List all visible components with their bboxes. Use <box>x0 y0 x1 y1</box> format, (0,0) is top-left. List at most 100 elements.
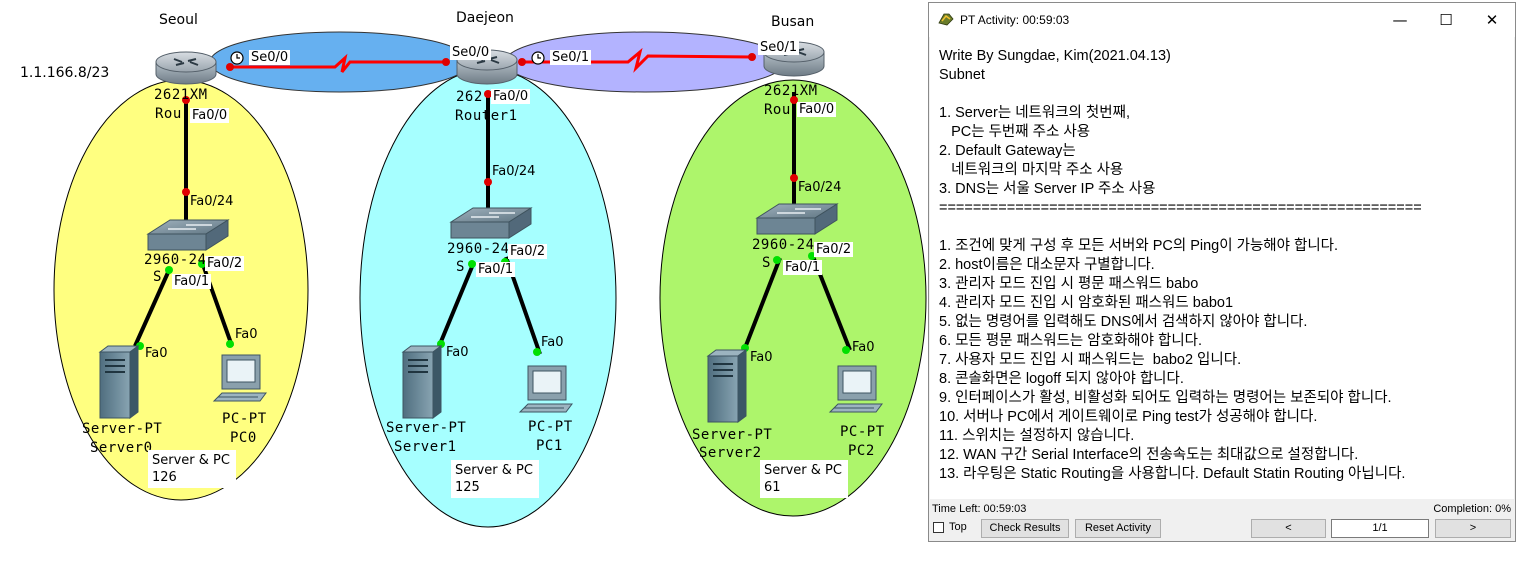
window-title: PT Activity: 00:59:03 <box>960 13 1070 27</box>
port-label-se00-router1: Se0/0 <box>450 45 492 60</box>
instruction-line: 1. Server는 네트워크의 첫번째, <box>939 105 1130 121</box>
link-switch1-server1[interactable] <box>438 261 476 345</box>
port-label-fa024-switch2: Fa0/24 <box>798 180 842 195</box>
note-line: Server & PC <box>764 463 842 478</box>
switch0-icon[interactable] <box>146 219 230 251</box>
port-label-se01-router1: Se0/1 <box>550 50 592 65</box>
city-label-busan: Busan <box>771 14 815 30</box>
switch0-name-label: S <box>153 269 162 285</box>
port-label-fa00-router2: Fa0/0 <box>797 102 837 117</box>
port-up-indicator <box>468 260 476 268</box>
link-switch0-server0[interactable] <box>133 267 172 347</box>
switch2-name-label: S <box>762 255 771 271</box>
instruction-line: 6. 모든 평문 패스워드는 암호화해야 합니다. <box>939 333 1203 349</box>
check-results-button[interactable]: Check Results <box>981 519 1069 538</box>
note-line: 125 <box>455 480 480 495</box>
port-down-indicator <box>518 58 526 66</box>
router1-model-label: 262 <box>456 89 483 105</box>
instruction-line: 2. host이름은 대소문자 구별합니다. <box>939 257 1155 273</box>
instruction-line: 10. 서버나 PC에서 게이트웨이로 Ping test가 성공해야 합니다. <box>939 409 1318 425</box>
minimize-button[interactable]: — <box>1392 11 1408 29</box>
port-down-indicator <box>484 178 492 186</box>
router0-model-label: 2621XM <box>154 87 208 103</box>
switch2-model-label: 2960-24 <box>752 237 815 253</box>
port-down-indicator <box>182 96 190 104</box>
note-busan[interactable]: Server & PC 61 <box>760 460 848 498</box>
switch1-icon[interactable] <box>449 207 533 239</box>
note-line: 61 <box>764 480 781 495</box>
server2-icon[interactable] <box>706 349 748 423</box>
packet-tracer-app-icon <box>938 13 954 26</box>
port-down-indicator <box>484 90 492 98</box>
port-label-fa02-switch1: Fa0/2 <box>508 244 548 259</box>
clock-icon <box>531 51 545 65</box>
city-label-seoul: Seoul <box>159 12 198 28</box>
page-indicator[interactable]: 1/1 <box>1331 519 1429 538</box>
instruction-line: 3. 관리자 모드 진입 시 평문 패스워드 babo <box>939 276 1199 292</box>
port-label-fa0-pc0: Fa0 <box>235 327 258 342</box>
serial-link-seoul-daejeon[interactable] <box>230 53 446 73</box>
pt-activity-window: PT Activity: 00:59:03 — ☐ ✕ Write By Sun… <box>928 2 1516 542</box>
clock-icon <box>230 51 244 65</box>
time-left-label: Time Left: 00:59:03 <box>932 503 1027 515</box>
port-up-indicator <box>533 348 541 356</box>
instruction-line: 13. 라우팅은 Static Routing을 사용합니다. Default … <box>939 466 1406 482</box>
status-bar: Time Left: 00:59:03 Completion: 0% <box>929 501 1515 518</box>
network-address-label: 1.1.166.8/23 <box>20 65 110 81</box>
server1-type-label: Server-PT <box>386 420 467 436</box>
maximize-button[interactable]: ☐ <box>1439 11 1453 29</box>
port-label-fa01-switch2: Fa0/1 <box>783 260 823 275</box>
instruction-line: Write By Sungdae, Kim(2021.04.13) <box>939 48 1171 64</box>
note-seoul[interactable]: Server & PC 126 <box>148 450 236 488</box>
note-daejeon[interactable]: Server & PC 125 <box>451 460 539 498</box>
server2-type-label: Server-PT <box>692 427 773 443</box>
port-up-indicator <box>842 346 850 354</box>
previous-page-button[interactable]: < <box>1251 519 1326 538</box>
port-label-fa00-router1: Fa0/0 <box>491 89 531 104</box>
reset-activity-button[interactable]: Reset Activity <box>1075 519 1161 538</box>
server1-name-label: Server1 <box>394 439 457 455</box>
top-checkbox-label: Top <box>949 521 967 533</box>
pc1-type-label: PC-PT <box>528 419 573 435</box>
switch1-name-label: S <box>456 259 465 275</box>
link-switch2-server2[interactable] <box>743 257 782 349</box>
pc2-name-label: PC2 <box>848 443 875 459</box>
pc2-icon[interactable] <box>828 365 883 413</box>
note-line: Server & PC <box>152 453 230 468</box>
close-button[interactable]: ✕ <box>1485 11 1499 29</box>
instruction-line: ========================================… <box>939 200 1422 216</box>
switch2-icon[interactable] <box>755 203 839 235</box>
instruction-line: 3. DNS는 서울 Server IP 주소 사용 <box>939 181 1156 197</box>
router0-icon[interactable] <box>155 51 217 85</box>
server1-icon[interactable] <box>401 345 443 419</box>
router0-name-label: Rou <box>155 106 182 122</box>
instruction-line: 2. Default Gateway는 <box>939 143 1076 159</box>
port-label-fa0-server2: Fa0 <box>750 350 773 365</box>
port-label-fa024-switch0: Fa0/24 <box>190 194 234 209</box>
window-titlebar[interactable]: PT Activity: 00:59:03 — ☐ ✕ <box>929 3 1515 37</box>
port-label-fa0-pc1: Fa0 <box>541 335 564 350</box>
router2-name-label: Rou <box>764 102 791 118</box>
port-down-indicator <box>790 174 798 182</box>
port-down-indicator <box>748 53 756 61</box>
port-up-indicator <box>165 266 173 274</box>
server0-type-label: Server-PT <box>82 421 163 437</box>
server0-icon[interactable] <box>98 345 140 419</box>
port-label-fa01-switch1: Fa0/1 <box>476 262 516 277</box>
port-down-indicator <box>442 58 450 66</box>
switch0-model-label: 2960-24 <box>144 252 207 268</box>
instruction-line: 11. 스위치는 설정하지 않습니다. <box>939 428 1135 444</box>
serial-link-daejeon-busan[interactable] <box>522 47 753 73</box>
server0-name-label: Server0 <box>90 440 153 456</box>
port-label-fa0-server1: Fa0 <box>446 345 469 360</box>
pc0-icon[interactable] <box>212 354 267 402</box>
next-page-button[interactable]: > <box>1435 519 1511 538</box>
completion-label: Completion: 0% <box>1433 503 1511 515</box>
instruction-line: 7. 사용자 모드 진입 시 패스워드는 babo2 입니다. <box>939 352 1242 368</box>
top-checkbox[interactable] <box>933 522 944 533</box>
pc1-icon[interactable] <box>518 365 573 413</box>
port-up-indicator <box>773 256 781 264</box>
port-label-fa02-switch0: Fa0/2 <box>205 256 245 271</box>
